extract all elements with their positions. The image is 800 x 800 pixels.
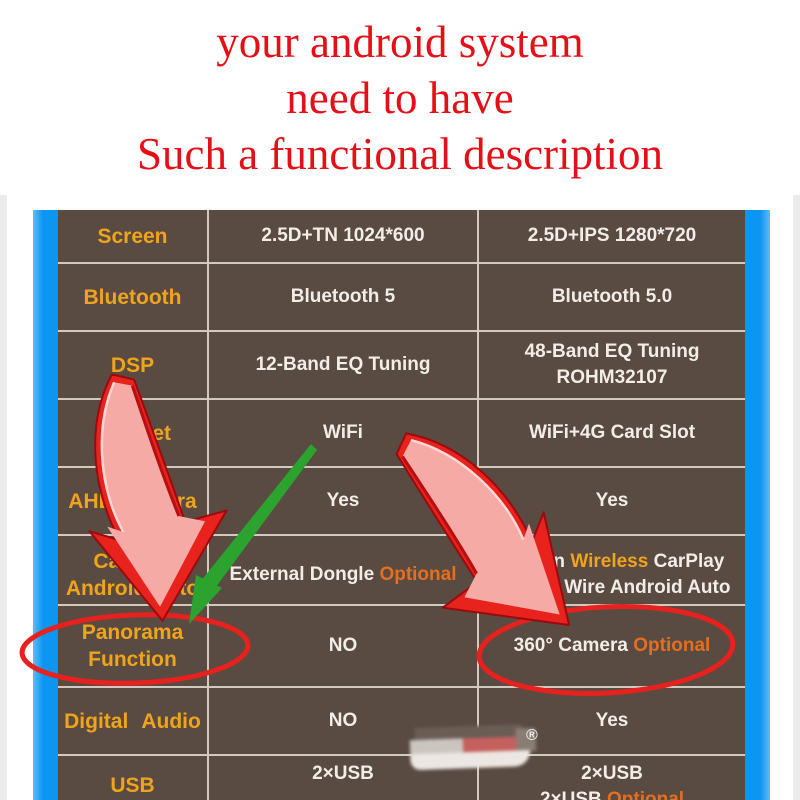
optional-tag: Optional: [607, 789, 685, 800]
value-part: External Dongle: [229, 564, 375, 585]
premium-value: 2.5D+IPS 1280*720: [477, 210, 745, 262]
value-text: NO: [328, 635, 358, 656]
basic-value: 2×USB: [207, 756, 477, 800]
spec-label: Panorama Function: [58, 606, 207, 686]
value-text: 2×USB Optional: [540, 787, 684, 800]
watermark-blur: [409, 724, 537, 771]
premium-value: Yes: [477, 468, 745, 534]
value-text: WiFi: [323, 422, 363, 443]
table-row-screen: Screen 2.5D+TN 1024*600 2.5D+IPS 1280*72…: [58, 210, 745, 262]
value-text: 2×USB: [581, 763, 643, 784]
value-text: Yes: [595, 490, 629, 511]
basic-value: 2.5D+TN 1024*600: [207, 210, 477, 262]
spec-label: AHD Camera: [58, 468, 207, 534]
table-row-internet: Internet WiFi WiFi+4G Card Slot: [58, 398, 745, 466]
table-row-panorama: Panorama Function NO 360° Camera Optiona…: [58, 604, 745, 686]
value-text: Built-in Wire Android Auto: [493, 577, 731, 598]
spec-label: USB: [58, 756, 207, 800]
label-text: Function: [88, 648, 177, 671]
value-text: 2×USB: [312, 763, 374, 784]
value-text: 12-Band EQ Tuning: [255, 354, 431, 375]
spec-label: Screen: [58, 210, 207, 262]
label-text: USB: [110, 774, 155, 797]
value-text: 2.5D+TN 1024*600: [261, 225, 425, 246]
table-row-carplay: CarPlay Android Auto External Dongle Opt…: [58, 534, 745, 604]
photo-edge-right: [793, 195, 800, 800]
blue-border-right: [745, 210, 770, 800]
value-text: 48-Band EQ Tuning: [524, 341, 700, 362]
blue-border-left: [33, 210, 58, 800]
value-text: 2.5D+IPS 1280*720: [527, 225, 697, 246]
value-text: Yes: [326, 490, 360, 511]
wireless-highlight: Wireless: [570, 551, 649, 572]
label-text: Android Auto: [65, 577, 200, 600]
basic-value: Yes: [207, 468, 477, 534]
value-text: Bluetooth 5.0: [551, 286, 673, 307]
premium-value: Yes: [477, 688, 745, 754]
value-text: ROHM32107: [556, 367, 668, 388]
table-row-dsp: DSP 12-Band EQ Tuning 48-Band EQ Tuning …: [58, 330, 745, 398]
premium-value: Built-in Wireless CarPlay Built-in Wire …: [477, 536, 745, 604]
value-text: External Dongle Optional: [230, 562, 457, 588]
table-row-ahd-camera: AHD Camera Yes Yes: [58, 466, 745, 534]
optional-tag: Optional: [379, 564, 457, 585]
spec-label: Bluetooth: [58, 264, 207, 330]
label-text: Screen: [97, 224, 168, 248]
label-text: AHD Camera: [68, 489, 197, 513]
value-text: NO: [328, 710, 358, 731]
value-text: Bluetooth 5: [290, 286, 396, 307]
headline: your android system need to have Such a …: [0, 14, 800, 182]
label-text: Digital Audio: [64, 709, 201, 733]
basic-value: WiFi: [207, 400, 477, 466]
spec-label: Digital Audio: [58, 688, 207, 754]
table-row-usb: USB 2×USB 2×USB 2×USB Optional: [58, 754, 745, 800]
optional-tag: Optional: [633, 635, 711, 656]
label-text: DSP: [110, 353, 155, 377]
basic-value: External Dongle Optional: [207, 536, 477, 604]
table-row-bluetooth: Bluetooth Bluetooth 5 Bluetooth 5.0: [58, 262, 745, 330]
value-part: Built-in: [499, 551, 566, 572]
value-part: 360° Camera: [513, 635, 628, 656]
headline-line-1: your android system: [216, 17, 584, 67]
label-text: Panorama: [81, 621, 184, 644]
basic-value: NO: [207, 606, 477, 686]
label-text: Internet: [93, 421, 171, 445]
value-text: WiFi+4G Card Slot: [528, 422, 696, 443]
value-part: CarPlay: [653, 551, 725, 572]
spec-label: Internet: [58, 400, 207, 466]
table-row-digital-audio: Digital Audio NO Yes: [58, 686, 745, 754]
label-text: CarPlay: [93, 550, 172, 573]
premium-value: 2×USB 2×USB Optional: [477, 756, 745, 800]
value-text: Built-in Wireless CarPlay: [500, 549, 725, 575]
value-text: Yes: [595, 710, 629, 731]
headline-line-3: Such a functional description: [136, 129, 664, 179]
registered-trademark-symbol: ®: [526, 727, 538, 744]
premium-value: 360° Camera Optional: [477, 606, 745, 686]
premium-value: WiFi+4G Card Slot: [477, 400, 745, 466]
basic-value: 12-Band EQ Tuning: [207, 332, 477, 398]
basic-value: NO: [207, 688, 477, 754]
premium-value: 48-Band EQ Tuning ROHM32107: [477, 332, 745, 398]
spec-label: DSP: [58, 332, 207, 398]
photo-edge-left: [0, 195, 7, 800]
value-text: 360° Camera Optional: [514, 633, 711, 659]
premium-value: Bluetooth 5.0: [477, 264, 745, 330]
basic-value: Bluetooth 5: [207, 264, 477, 330]
headline-line-2: need to have: [286, 73, 514, 123]
spec-comparison-table: Screen 2.5D+TN 1024*600 2.5D+IPS 1280*72…: [58, 210, 745, 800]
value-part: 2×USB: [539, 789, 602, 800]
label-text: Bluetooth: [83, 285, 182, 309]
spec-label: CarPlay Android Auto: [58, 536, 207, 604]
